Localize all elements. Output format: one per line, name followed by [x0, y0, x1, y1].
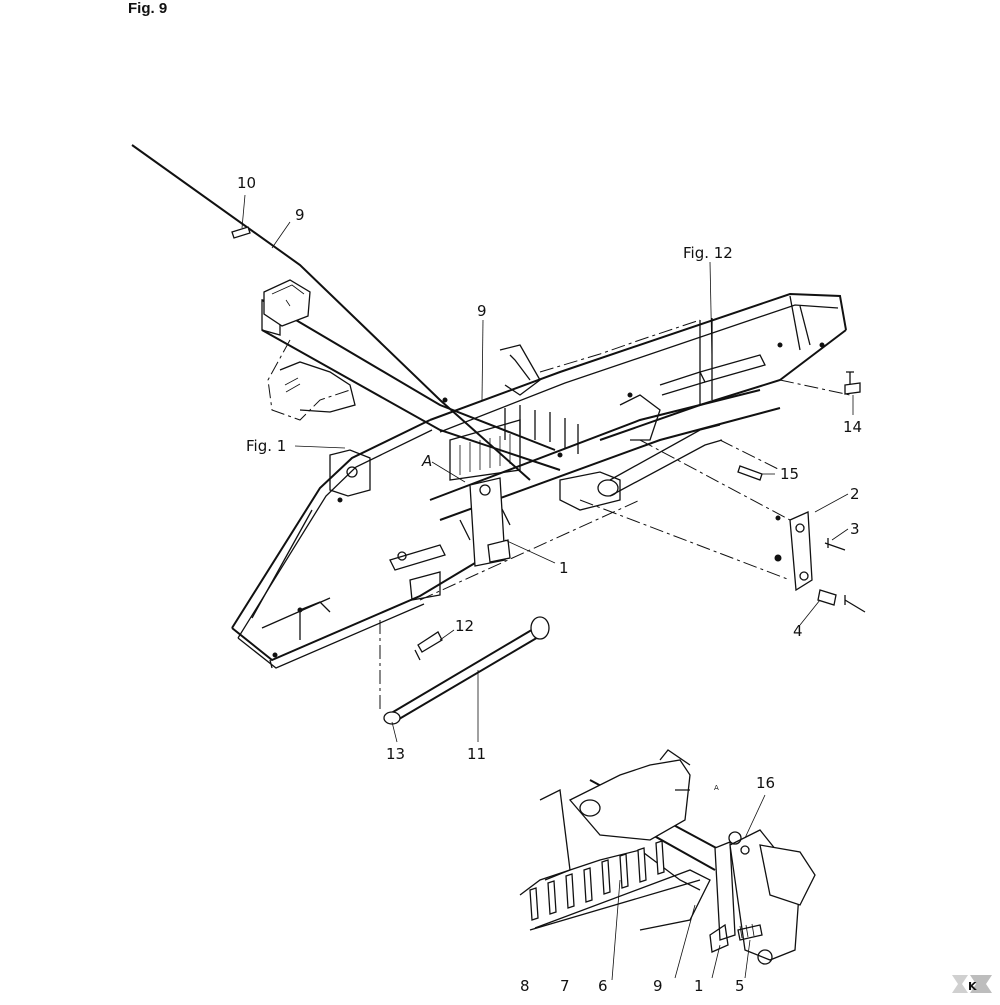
inset-callout-16: 16 — [756, 774, 775, 792]
inset-callout-7: 7 — [560, 977, 570, 995]
loose-parts — [231, 226, 866, 725]
callout-1: 1 — [559, 559, 569, 577]
callout-fig-1: Fig. 1 — [246, 437, 286, 455]
pin-part-10 — [231, 226, 251, 239]
callout-labels: 10 9 9 Fig. 12 14 Fig. 1 A 15 2 3 1 4 12… — [237, 174, 862, 995]
callout-4: 4 — [793, 622, 803, 640]
teeth-bank — [449, 405, 579, 481]
callout-2: 2 — [850, 485, 860, 503]
callout-11: 11 — [467, 745, 486, 763]
figure-title: Fig. 9 — [128, 0, 168, 17]
inset-callout-5: 5 — [735, 977, 745, 995]
bush-part-4 — [817, 589, 837, 606]
callout-fig-12: Fig. 12 — [683, 244, 733, 262]
main-frame — [131, 144, 851, 710]
bolt-part-3 — [824, 538, 846, 551]
cable-line — [131, 144, 531, 481]
inset-callout-6: 6 — [598, 977, 608, 995]
callout-10: 10 — [237, 174, 256, 192]
callout-15: 15 — [780, 465, 799, 483]
inset-callout-9: 9 — [653, 977, 663, 995]
callout-13: 13 — [386, 745, 405, 763]
shaft-part-11 — [387, 627, 536, 716]
callout-12: 12 — [455, 617, 474, 635]
inset-teeth — [529, 840, 665, 921]
plate-part-2 — [789, 511, 813, 592]
leader-lines — [241, 194, 854, 743]
callout-3: 3 — [850, 520, 860, 538]
callout-9-center: 9 — [477, 302, 487, 320]
pin-part-15 — [737, 465, 763, 481]
callout-9: 9 — [295, 206, 305, 224]
frame-left-outer — [231, 419, 431, 629]
hydraulic-cylinder — [699, 354, 766, 383]
callout-14: 14 — [843, 418, 862, 436]
right-frame-top — [429, 292, 847, 421]
inset-label-a: A — [714, 784, 719, 792]
inset-callout-1: 1 — [694, 977, 704, 995]
brand-logo: K — [952, 975, 992, 993]
inset-callout-8: 8 — [520, 977, 530, 995]
logo-text: K — [968, 980, 977, 993]
clip-part-12 — [414, 631, 443, 661]
detail-inset — [519, 749, 816, 981]
callout-detail-a: A — [421, 452, 432, 470]
upper-left-arm — [261, 299, 556, 451]
